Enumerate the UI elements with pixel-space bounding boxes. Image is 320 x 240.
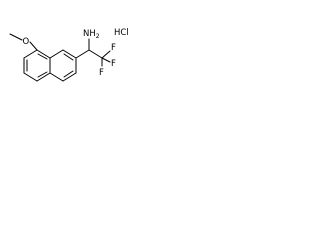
- ring-bond: [23, 72, 38, 82]
- molecule-drawing: O NH2 F F F HCl: [9, 28, 129, 82]
- double-bond-inner: [63, 70, 74, 78]
- double-bond-inner: [37, 53, 48, 60]
- amine-nh: NH: [83, 29, 96, 39]
- amine-label: NH2: [83, 29, 100, 40]
- ring-bond: [36, 49, 51, 59]
- ring-bond: [49, 72, 64, 82]
- ring-bond: [49, 49, 64, 59]
- ring-bond: [36, 72, 51, 82]
- aryl-ch-bond: [75, 49, 90, 59]
- ring-bond: [62, 72, 77, 82]
- fluorine-label-bottom: F: [99, 68, 104, 78]
- cf-bond-top: [101, 50, 111, 59]
- amine-subscript: 2: [96, 33, 100, 40]
- methyl-bond: [9, 33, 23, 41]
- ring-bond: [62, 49, 77, 59]
- ch-cf3-bond: [88, 49, 103, 59]
- cf-bond-right: [101, 57, 111, 63]
- structure-canvas: O NH2 F F F HCl: [0, 0, 152, 152]
- ring-bond: [23, 49, 38, 59]
- oxygen-aryl-bond: [29, 41, 38, 51]
- double-bond-inner: [37, 71, 48, 78]
- double-bond-inner: [63, 53, 74, 61]
- fluorine-label-right: F: [111, 59, 116, 69]
- oxygen-label: O: [23, 37, 30, 47]
- salt-label: HCl: [114, 28, 129, 38]
- fluorine-label-top: F: [111, 43, 116, 53]
